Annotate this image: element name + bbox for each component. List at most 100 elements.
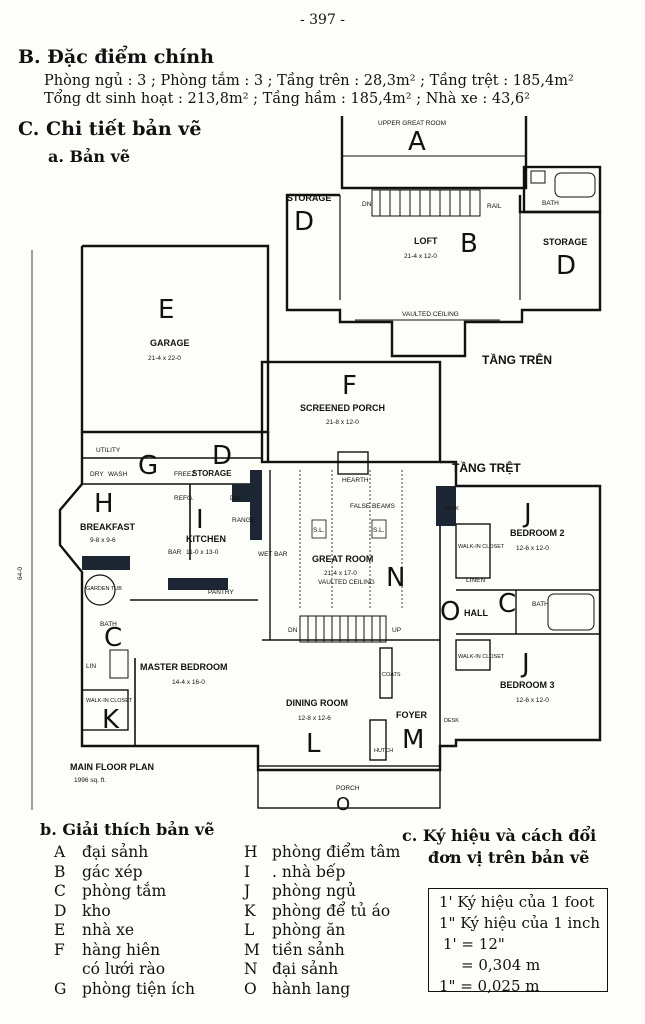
conversion-line: 1" Ký hiệu của 1 inch — [439, 914, 601, 932]
letter-n: N — [386, 563, 405, 593]
freez-label: FREEZ — [174, 471, 195, 478]
foyer-label: FOYER — [396, 710, 428, 720]
bedroom3-dim: 12-6 x 12-0 — [516, 697, 549, 704]
letter-k: K — [102, 705, 120, 735]
section-c-sub-c-line1: c. Ký hiệu và cách đổi — [402, 826, 597, 845]
bath-upper-label: BATH — [542, 200, 559, 207]
bedroom2-label: BEDROOM 2 — [510, 528, 565, 538]
great-room-label: GREAT ROOM — [312, 554, 373, 564]
walkin-master-label: WALK-IN CLOSET — [86, 698, 133, 704]
legend-item: I. nhà bếp — [244, 862, 346, 881]
letter-i: I — [196, 505, 204, 535]
conversion-line: = 0,304 m — [461, 956, 541, 974]
dry-label: DRY — [90, 471, 104, 478]
dn2-label: DN — [288, 627, 298, 634]
refg-label: REFG. — [174, 495, 194, 502]
page-number: - 397 - — [299, 12, 346, 28]
letter-e: E — [158, 295, 174, 325]
dining-room-label: DINING ROOM — [286, 698, 348, 708]
upper-bath-outline — [522, 165, 602, 214]
vaulted-ceiling-upper: VAULTED CEILING — [402, 311, 459, 318]
up-label: UP — [392, 627, 401, 634]
section-c-title: C. Chi tiết bản vẽ — [18, 118, 202, 140]
upper-great-room-label: UPPER GREAT ROOM — [378, 120, 446, 127]
spec-line-2: Tổng dt sinh hoạt : 213,8m² ; Tầng hầm :… — [44, 91, 530, 107]
kitchen-dim: 11-0 x 13-0 — [186, 549, 219, 556]
conversion-line: 1' Ký hiệu của 1 foot — [439, 893, 595, 911]
great-room-dim: 21-4 x 17-0 — [324, 570, 357, 577]
section-c-sub-c-line2: đơn vị trên bản vẽ — [428, 848, 590, 867]
letter-b: B — [460, 229, 478, 259]
letter-f: F — [342, 371, 357, 401]
main-floor-plan-label: MAIN FLOOR PLAN — [70, 762, 154, 772]
screened-porch-dim: 21-8 x 12-0 — [326, 419, 359, 426]
dn-label: DN — [362, 201, 372, 208]
sqft-label: 1996 sq. ft. — [74, 777, 106, 784]
walkin2-label: WALK-IN CLOSET — [458, 544, 505, 550]
conversion-line: 1' = 12" — [443, 935, 505, 953]
loft-dim: 21-4 x 12-0 — [404, 253, 437, 260]
breakfast-dim: 9-8 x 9-6 — [90, 537, 116, 544]
desk2-label: DESK — [444, 718, 459, 724]
upper-great-room-outline — [340, 116, 528, 190]
screened-porch-outline — [260, 360, 442, 464]
letter-d-right: D — [556, 251, 576, 281]
master-dim: 14-4 x 16-0 — [172, 679, 205, 686]
letter-l: L — [306, 729, 321, 759]
letter-d-left: D — [294, 207, 314, 237]
false-beams-label: FALSE BEAMS — [350, 503, 395, 510]
master-bedroom-label: MASTER BEDROOM — [140, 662, 228, 672]
loft-label: LOFT — [414, 236, 438, 246]
walkin3-label: WALK-IN CLOSET — [458, 654, 505, 660]
hall-label: HALL — [464, 608, 488, 618]
letter-j-top: J — [522, 499, 532, 529]
wet-bar-label: WET BAR — [258, 551, 288, 558]
ground-floor-label: TẦNG TRỆT — [452, 460, 521, 475]
conversion-line: 1" = 0,025 m — [439, 977, 540, 995]
utility-label: UTILITY — [96, 447, 121, 454]
letter-c-right: C — [498, 589, 516, 619]
storage-main-label: STORAGE — [192, 469, 232, 478]
bedroom3-label: BEDROOM 3 — [500, 680, 555, 690]
range-label: RANGE — [232, 517, 256, 524]
section-b-title: B. Đặc điểm chính — [18, 46, 214, 68]
desk1-label: DESK — [444, 506, 459, 512]
screened-porch-label: SCREENED PORCH — [300, 403, 385, 413]
storage-left-label: STORAGE — [287, 193, 331, 203]
garage-label: GARAGE — [150, 338, 190, 348]
upper-floor-label: TẦNG TRÊN — [482, 352, 552, 367]
letter-d-main: D — [212, 441, 232, 471]
letter-a: A — [408, 127, 426, 157]
porch-label: PORCH — [336, 785, 360, 792]
vaulted-ceiling-label: VAULTED CEILING — [318, 579, 375, 586]
coats-label: COATS — [382, 672, 401, 678]
wash-label: WASH — [108, 471, 128, 478]
letter-g: G — [138, 451, 158, 481]
letter-c-master: C — [104, 623, 122, 653]
porch-outline — [257, 765, 441, 809]
linen-label: LINEN — [466, 577, 485, 584]
bar-label: BAR — [168, 549, 182, 556]
letter-o-hall: O — [440, 597, 460, 627]
letter-h: H — [94, 489, 114, 519]
breakfast-label: BREAKFAST — [80, 522, 136, 532]
legend-item: có lưới rào — [82, 960, 166, 978]
conversion-box: 1' Ký hiệu của 1 foot 1" Ký hiệu của 1 i… — [428, 888, 608, 995]
letter-j-bottom: J — [520, 649, 530, 679]
overall-dim-label: 64-0 — [17, 567, 24, 580]
storage-right-label: STORAGE — [543, 237, 587, 247]
